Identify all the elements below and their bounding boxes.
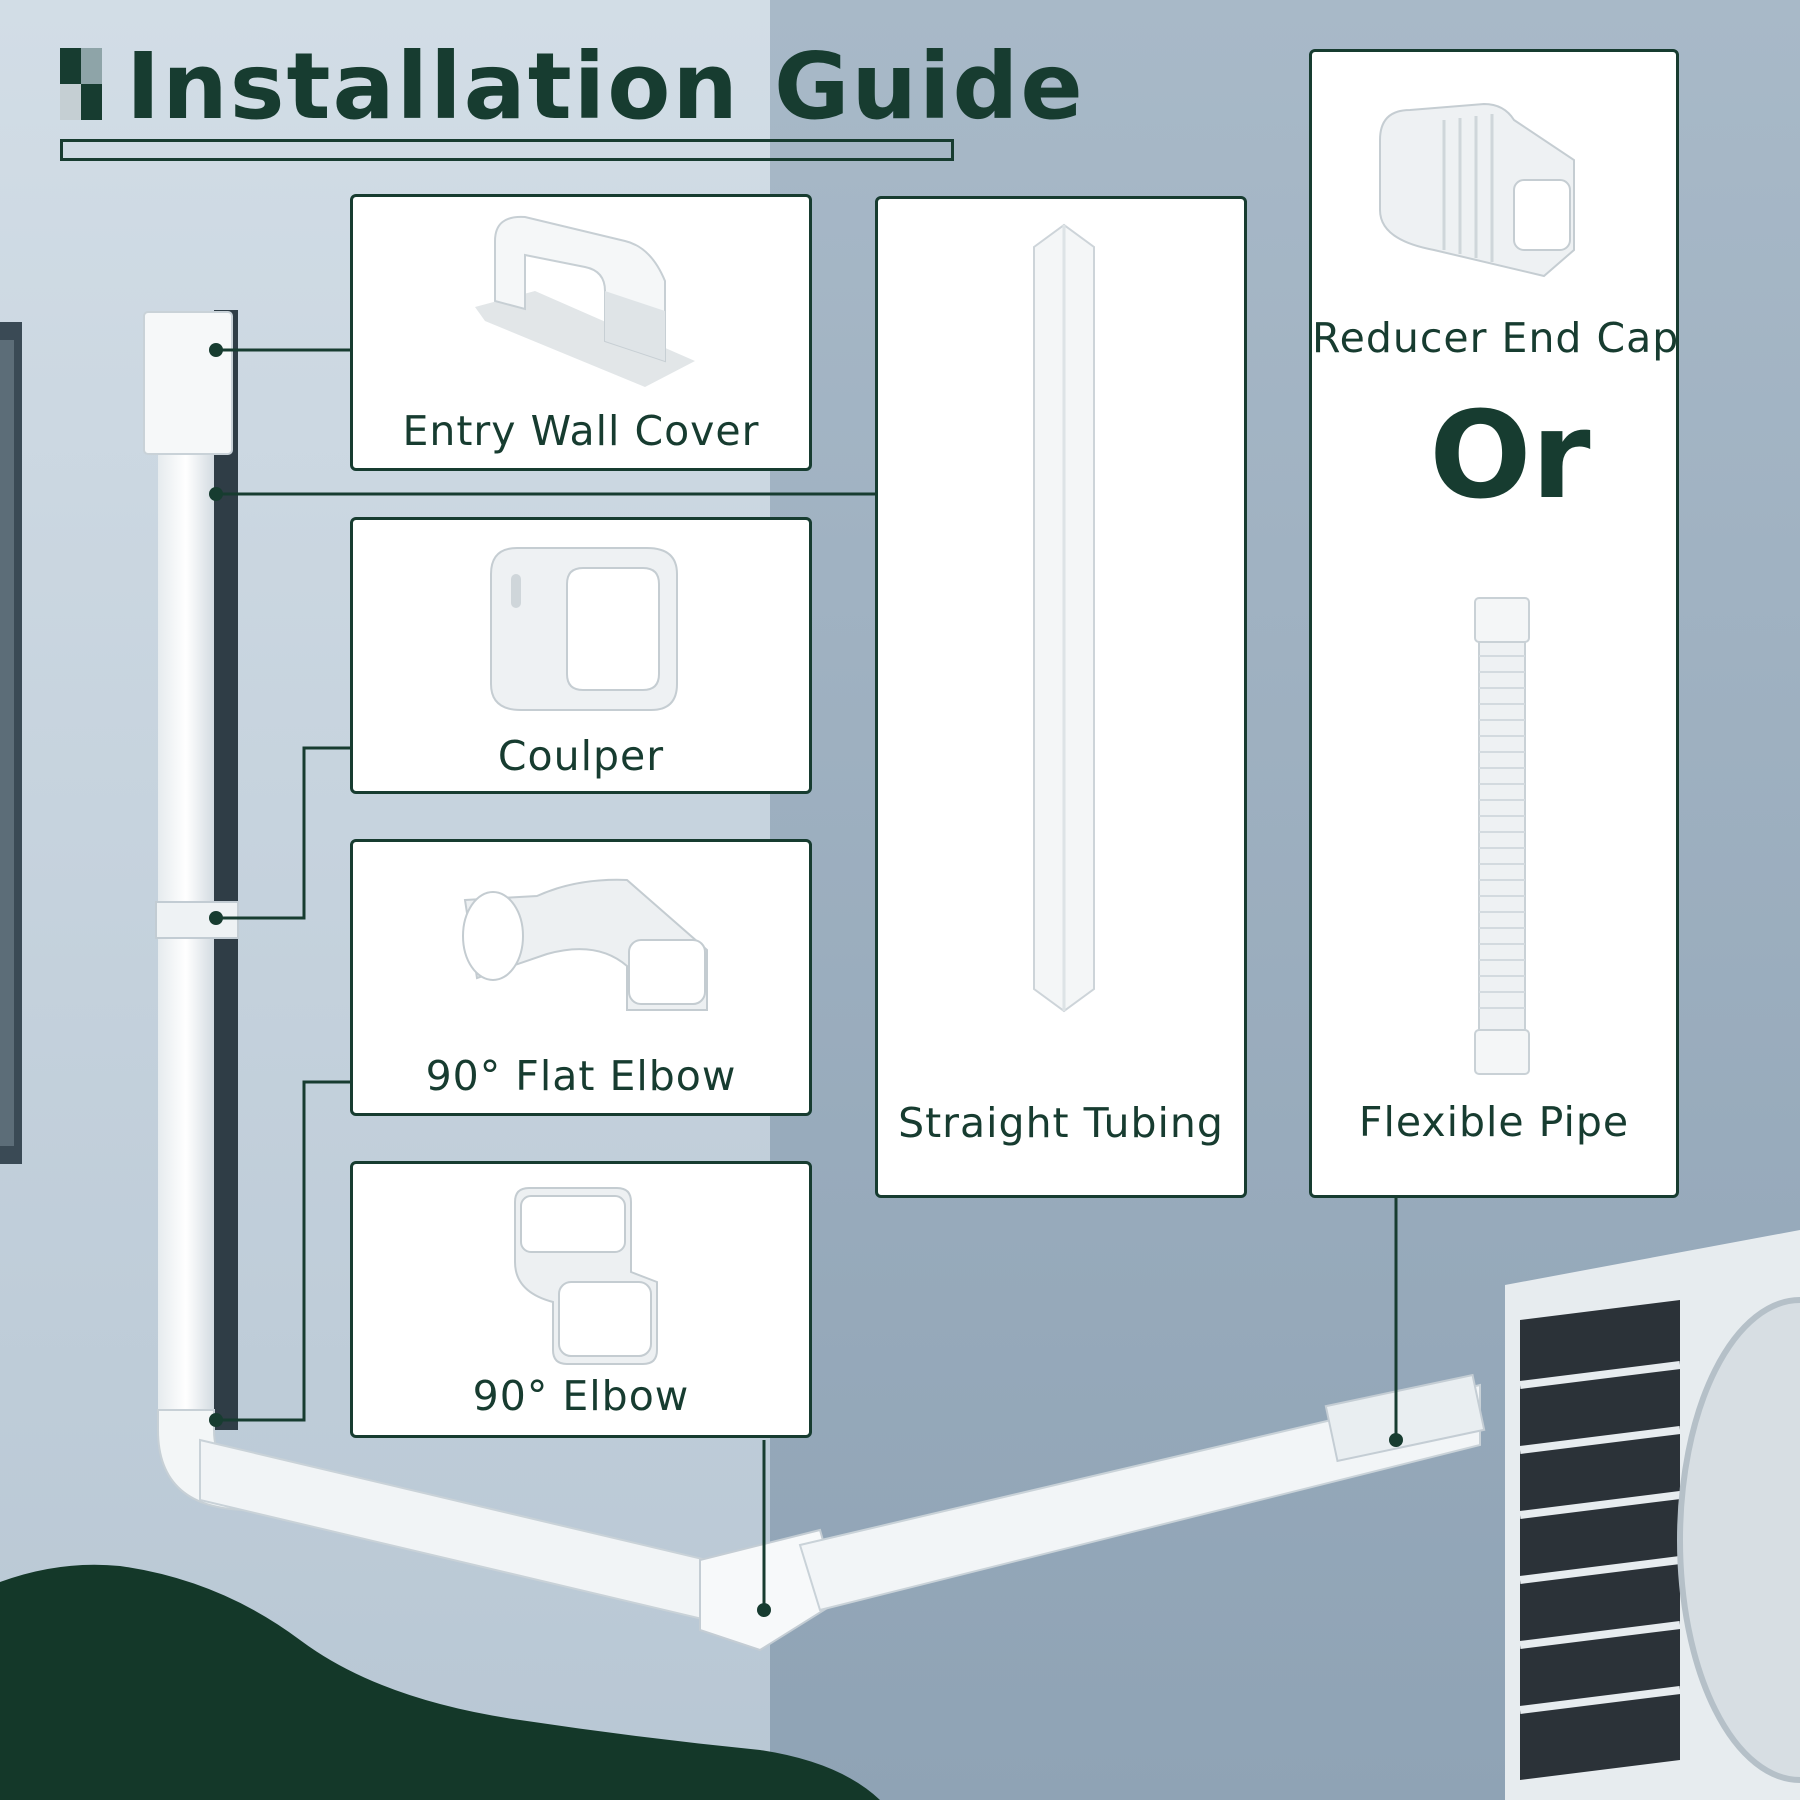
straight-tubing-label: Straight Tubing [898,1099,1224,1147]
window-glass [0,340,14,1146]
coupler-image [490,547,678,711]
page-title: Installation Guide [126,33,1085,140]
duct-shadow [214,310,238,1430]
flexible-pipe-image [1474,597,1530,1075]
coupler-label: Coulper [497,732,665,780]
ac-unit-fan [1677,1297,1800,1783]
bottom-green-wave [0,1564,880,1800]
entry-wall-cover-label: Entry Wall Cover [402,407,760,455]
reducer-end-cap-image [1379,102,1575,278]
flat-elbow-image [462,878,708,1011]
title-logo-icon [60,48,102,120]
card-elbow: 90° Elbow [350,1161,812,1438]
entry-wall-cover-installed [143,311,233,455]
ac-unit-grille [1520,1300,1680,1780]
horizontal-duct-right [798,1383,1481,1612]
coupler-installed [155,901,239,939]
card-coupler: Coulper [350,517,812,794]
or-divider-text: Or [1429,387,1591,526]
entry-wall-cover-image [475,215,695,387]
flexible-pipe-installed [1324,1373,1486,1463]
ac-unit-grille-bars [1519,1361,1681,1714]
title-underline [60,139,954,161]
elbow-label: 90° Elbow [472,1372,690,1420]
flexible-pipe-ribs [1479,655,1525,1009]
straight-tubing-image [1033,223,1095,1013]
card-flat-elbow: 90° Flat Elbow [350,839,812,1116]
card-reducer-or-flexible: Reducer End Cap Flexible Pipe [1309,49,1679,1198]
card-entry-wall-cover: Entry Wall Cover [350,194,812,471]
elbow-image [514,1187,658,1365]
reducer-end-cap-label: Reducer End Cap [1312,314,1680,362]
flexible-pipe-label: Flexible Pipe [1358,1098,1630,1146]
card-straight-tubing: Straight Tubing [875,196,1247,1198]
flat-elbow-label: 90° Flat Elbow [425,1052,737,1100]
